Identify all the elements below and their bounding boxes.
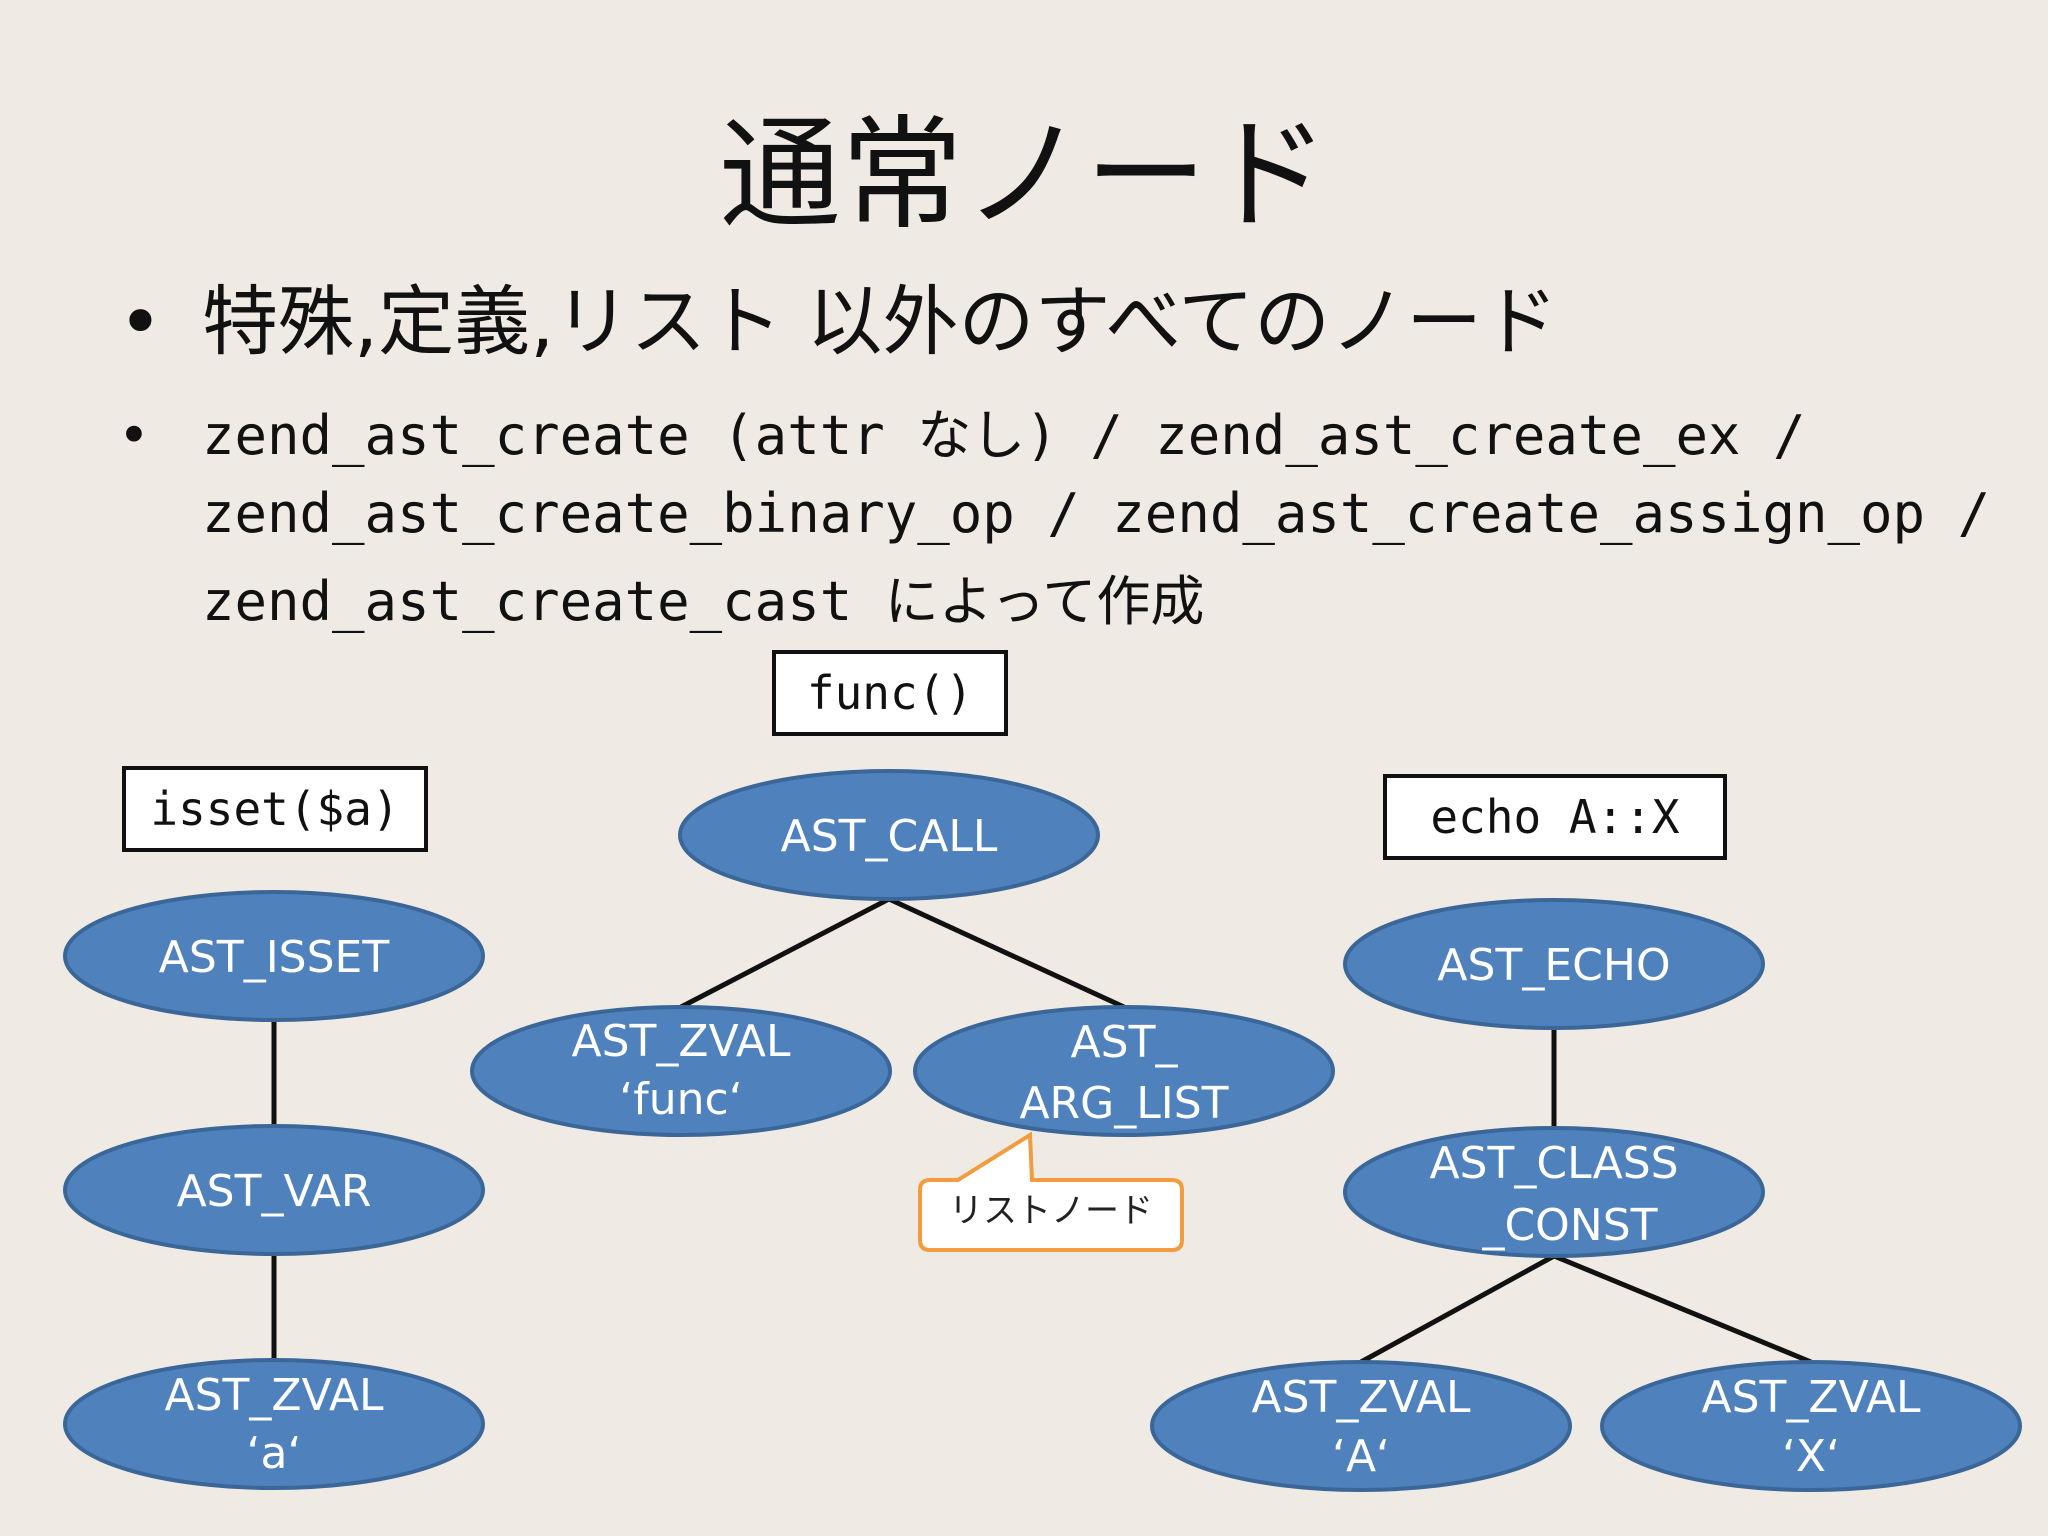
node-ast-zval-a-line2: ‘a‘ (247, 1428, 302, 1479)
tree-edges (271, 896, 1812, 1365)
node-ast-zval-func-line2: ‘func‘ (619, 1074, 742, 1125)
node-ast-zval-a: AST_ZVAL ‘a‘ (63, 1358, 485, 1490)
node-ast-var: AST_VAR (63, 1124, 485, 1256)
node-ast-class-const-line1: AST_CLASS (1429, 1138, 1678, 1189)
bullet-text-2-line-2: zend_ast_create_binary_op / zend_ast_cre… (202, 482, 1991, 545)
node-ast-isset: AST_ISSET (63, 890, 485, 1022)
node-ast-zval-func-line1: AST_ZVAL (572, 1016, 791, 1067)
node-ast-echo-label: AST_ECHO (1437, 940, 1670, 991)
bullet-marker: • (118, 404, 150, 467)
node-ast-zval-X: AST_ZVAL ‘X‘ (1600, 1360, 2022, 1492)
edge-classconst-zvalA (1359, 1253, 1556, 1365)
node-ast-class-const-line2: _CONST (1481, 1200, 1657, 1251)
bullet-marker: • (118, 277, 163, 366)
node-ast-arg-list-line1: AST_ (1071, 1017, 1179, 1068)
code-label-isset: isset($a) (122, 766, 428, 852)
node-ast-zval-A: AST_ZVAL ‘A‘ (1150, 1360, 1572, 1492)
node-ast-zval-A-line1: AST_ZVAL (1252, 1372, 1471, 1423)
node-ast-arg-list-line2: ARG_LIST (1019, 1078, 1228, 1129)
node-ast-call-label: AST_CALL (781, 811, 998, 862)
node-ast-class-const: AST_CLASS _CONST (1343, 1126, 1765, 1258)
list-node-callout: リストノード (918, 1131, 1184, 1252)
node-ast-zval-func: AST_ZVAL ‘func‘ (470, 1005, 892, 1137)
node-ast-arg-list: AST_ ARG_LIST (913, 1005, 1335, 1137)
node-ast-var-label: AST_VAR (177, 1166, 372, 1217)
node-ast-echo: AST_ECHO (1343, 898, 1765, 1030)
bullet-text-2-line-3: zend_ast_create_cast によって作成 (202, 570, 1205, 633)
node-ast-isset-label: AST_ISSET (159, 932, 390, 983)
bullet-text-1: 特殊,定義,リスト 以外のすべてのノード (202, 277, 1559, 366)
node-ast-zval-A-line2: ‘A‘ (1332, 1431, 1390, 1482)
node-ast-zval-a-line1: AST_ZVAL (165, 1370, 384, 1421)
code-label-echo: echo A::X (1383, 774, 1727, 860)
callout-bubble (918, 1131, 1184, 1252)
node-ast-zval-X-line2: ‘X‘ (1782, 1431, 1840, 1482)
bullet-text-2-line-1: zend_ast_create (attr なし) / zend_ast_cre… (202, 404, 1806, 467)
code-label-func: func() (772, 650, 1008, 736)
edge-call-arglist (887, 896, 1126, 1010)
node-ast-zval-X-line1: AST_ZVAL (1702, 1372, 1921, 1423)
edge-call-zval (679, 896, 891, 1010)
node-ast-call: AST_CALL (678, 769, 1100, 901)
slide-title: 通常ノード (719, 104, 1329, 246)
edge-classconst-zvalX (1553, 1253, 1812, 1365)
callout-label: リストノード (949, 1191, 1153, 1231)
